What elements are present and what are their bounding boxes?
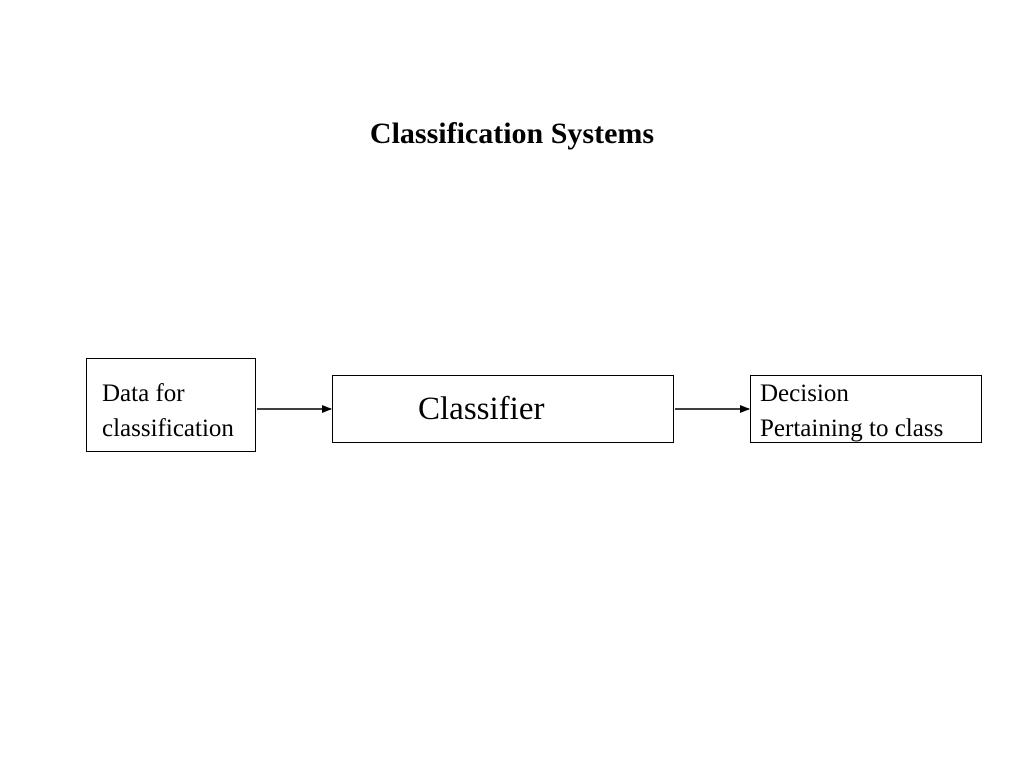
input-data-label: Data for classification — [102, 376, 234, 446]
slide-title: Classification Systems — [369, 117, 655, 150]
classifier-box: Classifier — [332, 375, 674, 443]
decision-output-label-line1: Decision — [760, 380, 849, 407]
input-data-label-line1: Data for — [102, 380, 185, 407]
input-data-box: Data for classification — [86, 358, 256, 452]
decision-output-label-line2: Pertaining to class — [760, 415, 944, 442]
input-data-label-line2: classification — [102, 415, 234, 442]
classifier-label: Classifier — [418, 391, 545, 427]
